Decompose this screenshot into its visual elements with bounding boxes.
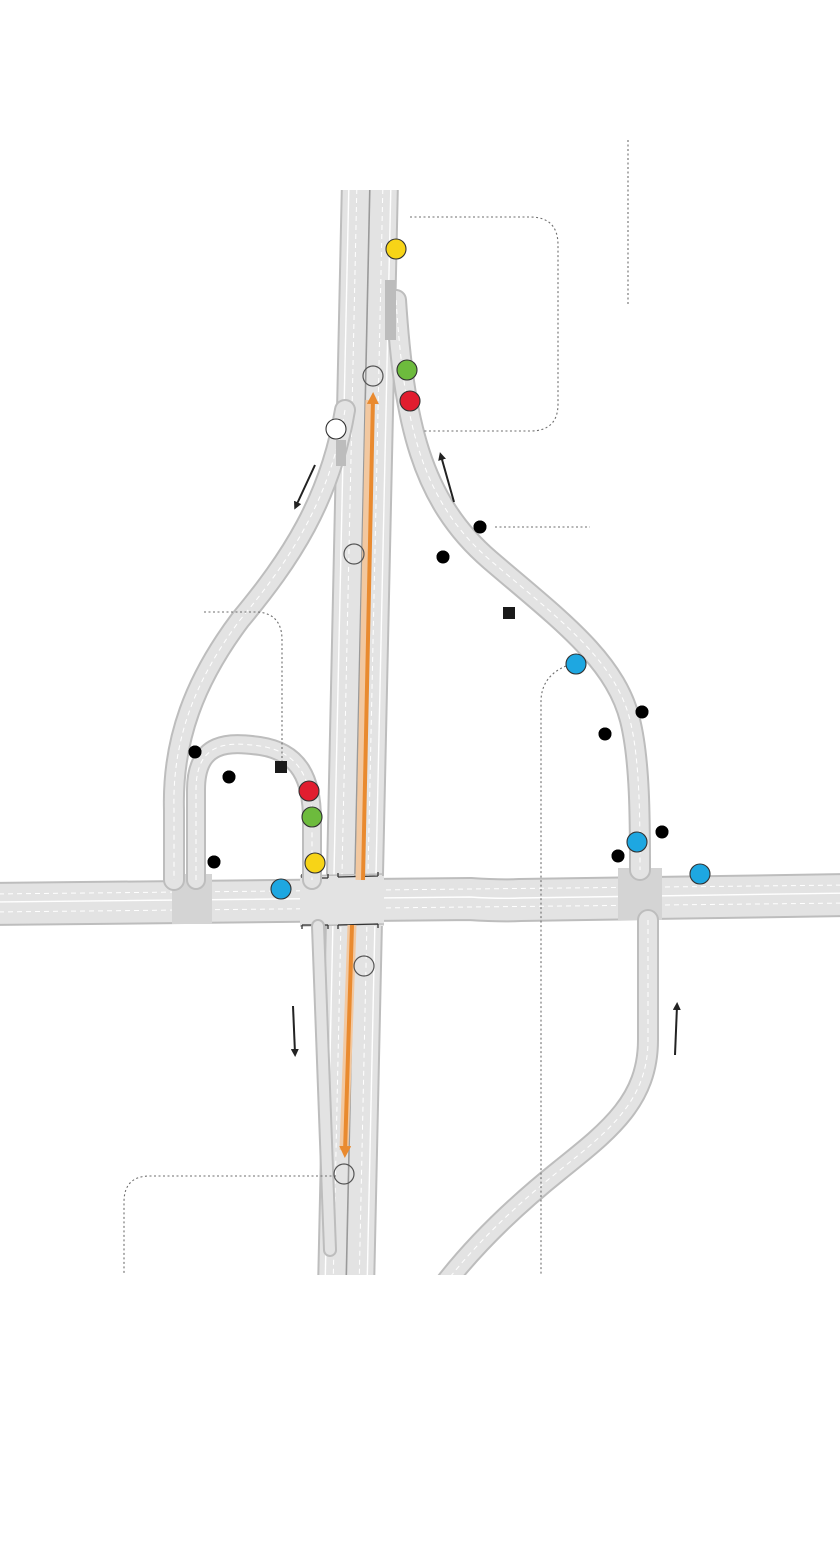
freeway-mainline <box>317 190 399 1275</box>
marker-m7[interactable] <box>304 852 326 874</box>
sensor-box-icon[interactable] <box>503 607 515 619</box>
leader-blue-east <box>540 665 567 1275</box>
street-light-icon[interactable] <box>217 770 241 787</box>
ne-on-ramp <box>385 289 651 881</box>
device-markers <box>270 238 711 900</box>
marker-m6[interactable] <box>301 806 323 828</box>
marker-m4[interactable] <box>325 418 347 440</box>
sw-on-ramp <box>311 919 337 1257</box>
marker-m5[interactable] <box>298 780 320 802</box>
marker-m11[interactable] <box>689 863 711 885</box>
arrow-a1 <box>294 464 316 510</box>
direction-arrows <box>290 452 681 1057</box>
street-lights <box>183 520 674 872</box>
nw-off-ramp <box>162 399 356 891</box>
marker-m9[interactable] <box>565 653 587 675</box>
marker-m8[interactable] <box>270 878 292 900</box>
camera-detector-icon[interactable] <box>333 1163 355 1185</box>
cross-street <box>0 873 840 926</box>
street-light-icon[interactable] <box>650 825 674 842</box>
camera-detector-icon[interactable] <box>362 365 384 387</box>
gore-area-north <box>385 280 396 340</box>
gore-area-west <box>336 440 346 466</box>
street-light-icon[interactable] <box>606 849 630 866</box>
se-ramp <box>437 909 659 1275</box>
road-network <box>0 190 840 1275</box>
marker-m1[interactable] <box>385 238 407 260</box>
sensor-boxes <box>275 607 515 773</box>
arrow-a4 <box>672 1002 681 1056</box>
marker-m3[interactable] <box>399 390 421 412</box>
camera-detectors <box>333 365 384 1185</box>
express-lane <box>339 392 379 1158</box>
camera-detector-icon[interactable] <box>353 955 375 977</box>
leader-south-detector <box>123 1175 336 1275</box>
leader-north-bracket <box>410 216 559 432</box>
arrow-a3 <box>290 1005 299 1057</box>
street-light-icon[interactable] <box>593 727 617 744</box>
sensor-box-icon[interactable] <box>275 761 287 773</box>
camera-detector-icon[interactable] <box>343 543 365 565</box>
street-light-icon[interactable] <box>431 550 455 567</box>
marker-m2[interactable] <box>396 359 418 381</box>
arrow-a2 <box>438 452 455 503</box>
leader-loop-west <box>204 611 283 762</box>
marker-m10[interactable] <box>626 831 648 853</box>
leader-lines <box>123 140 629 1275</box>
